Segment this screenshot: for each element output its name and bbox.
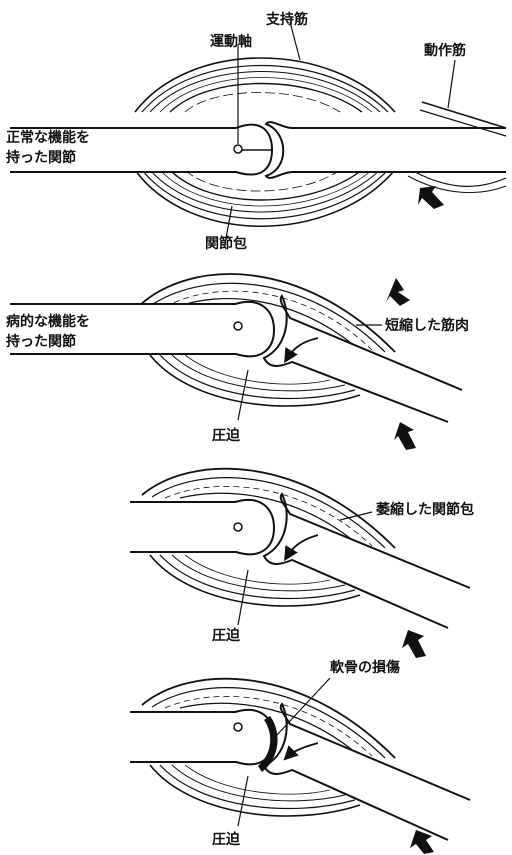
label-cartilage-damage: 軟骨の損傷 (330, 659, 400, 676)
label-shortened-muscle: 短縮した筋肉 (385, 317, 469, 334)
action-muscle-leader (448, 60, 455, 108)
compression-leader (238, 570, 248, 625)
rotation-arrow-4 (410, 830, 434, 854)
label-capsule: 関節包 (205, 235, 247, 252)
lower-muscle-bundle (135, 170, 395, 226)
capsule-leader (226, 206, 232, 238)
axis-point (234, 523, 242, 531)
axis-point (234, 723, 242, 731)
label-axis: 運動軸 (210, 33, 252, 50)
atrophied-capsule-leader (340, 512, 372, 520)
label-compression: 圧迫 (212, 627, 241, 644)
label-action-muscle: 動作筋 (424, 42, 466, 59)
rotation-arrow-2a (386, 278, 410, 306)
panel-pathologic-joint: 短縮した筋肉 病的な機能を 持った関節 圧迫 (6, 274, 469, 450)
compression-leader (238, 776, 248, 826)
side-label-line-2: 持った関節 (6, 149, 76, 166)
rotation-arrow-2b (394, 422, 416, 450)
side-label-line-2: 持った関節 (6, 333, 76, 350)
axis-point (234, 322, 242, 330)
axis-point (234, 145, 242, 153)
label-compression: 圧迫 (212, 831, 241, 848)
panel-atrophied-capsule: 萎縮した関節包 圧迫 (130, 469, 474, 658)
label-support-muscle: 支持筋 (265, 11, 308, 28)
panel-normal-joint: 支持筋 運動軸 動作筋 正常な機能を 持った関節 関節包 (6, 11, 506, 252)
side-label-line-1: 病的な機能を (6, 313, 90, 330)
label-compression: 圧迫 (212, 427, 241, 444)
upper-muscle-bundle (135, 58, 395, 112)
label-atrophied-capsule: 萎縮した関節包 (375, 501, 474, 518)
side-label-line-1: 正常な機能を (6, 129, 90, 146)
rotation-arrow-1 (418, 186, 444, 209)
rotation-arrow-3 (402, 630, 426, 658)
panel-cartilage-damage: 軟骨の損傷 圧迫 (130, 659, 470, 854)
